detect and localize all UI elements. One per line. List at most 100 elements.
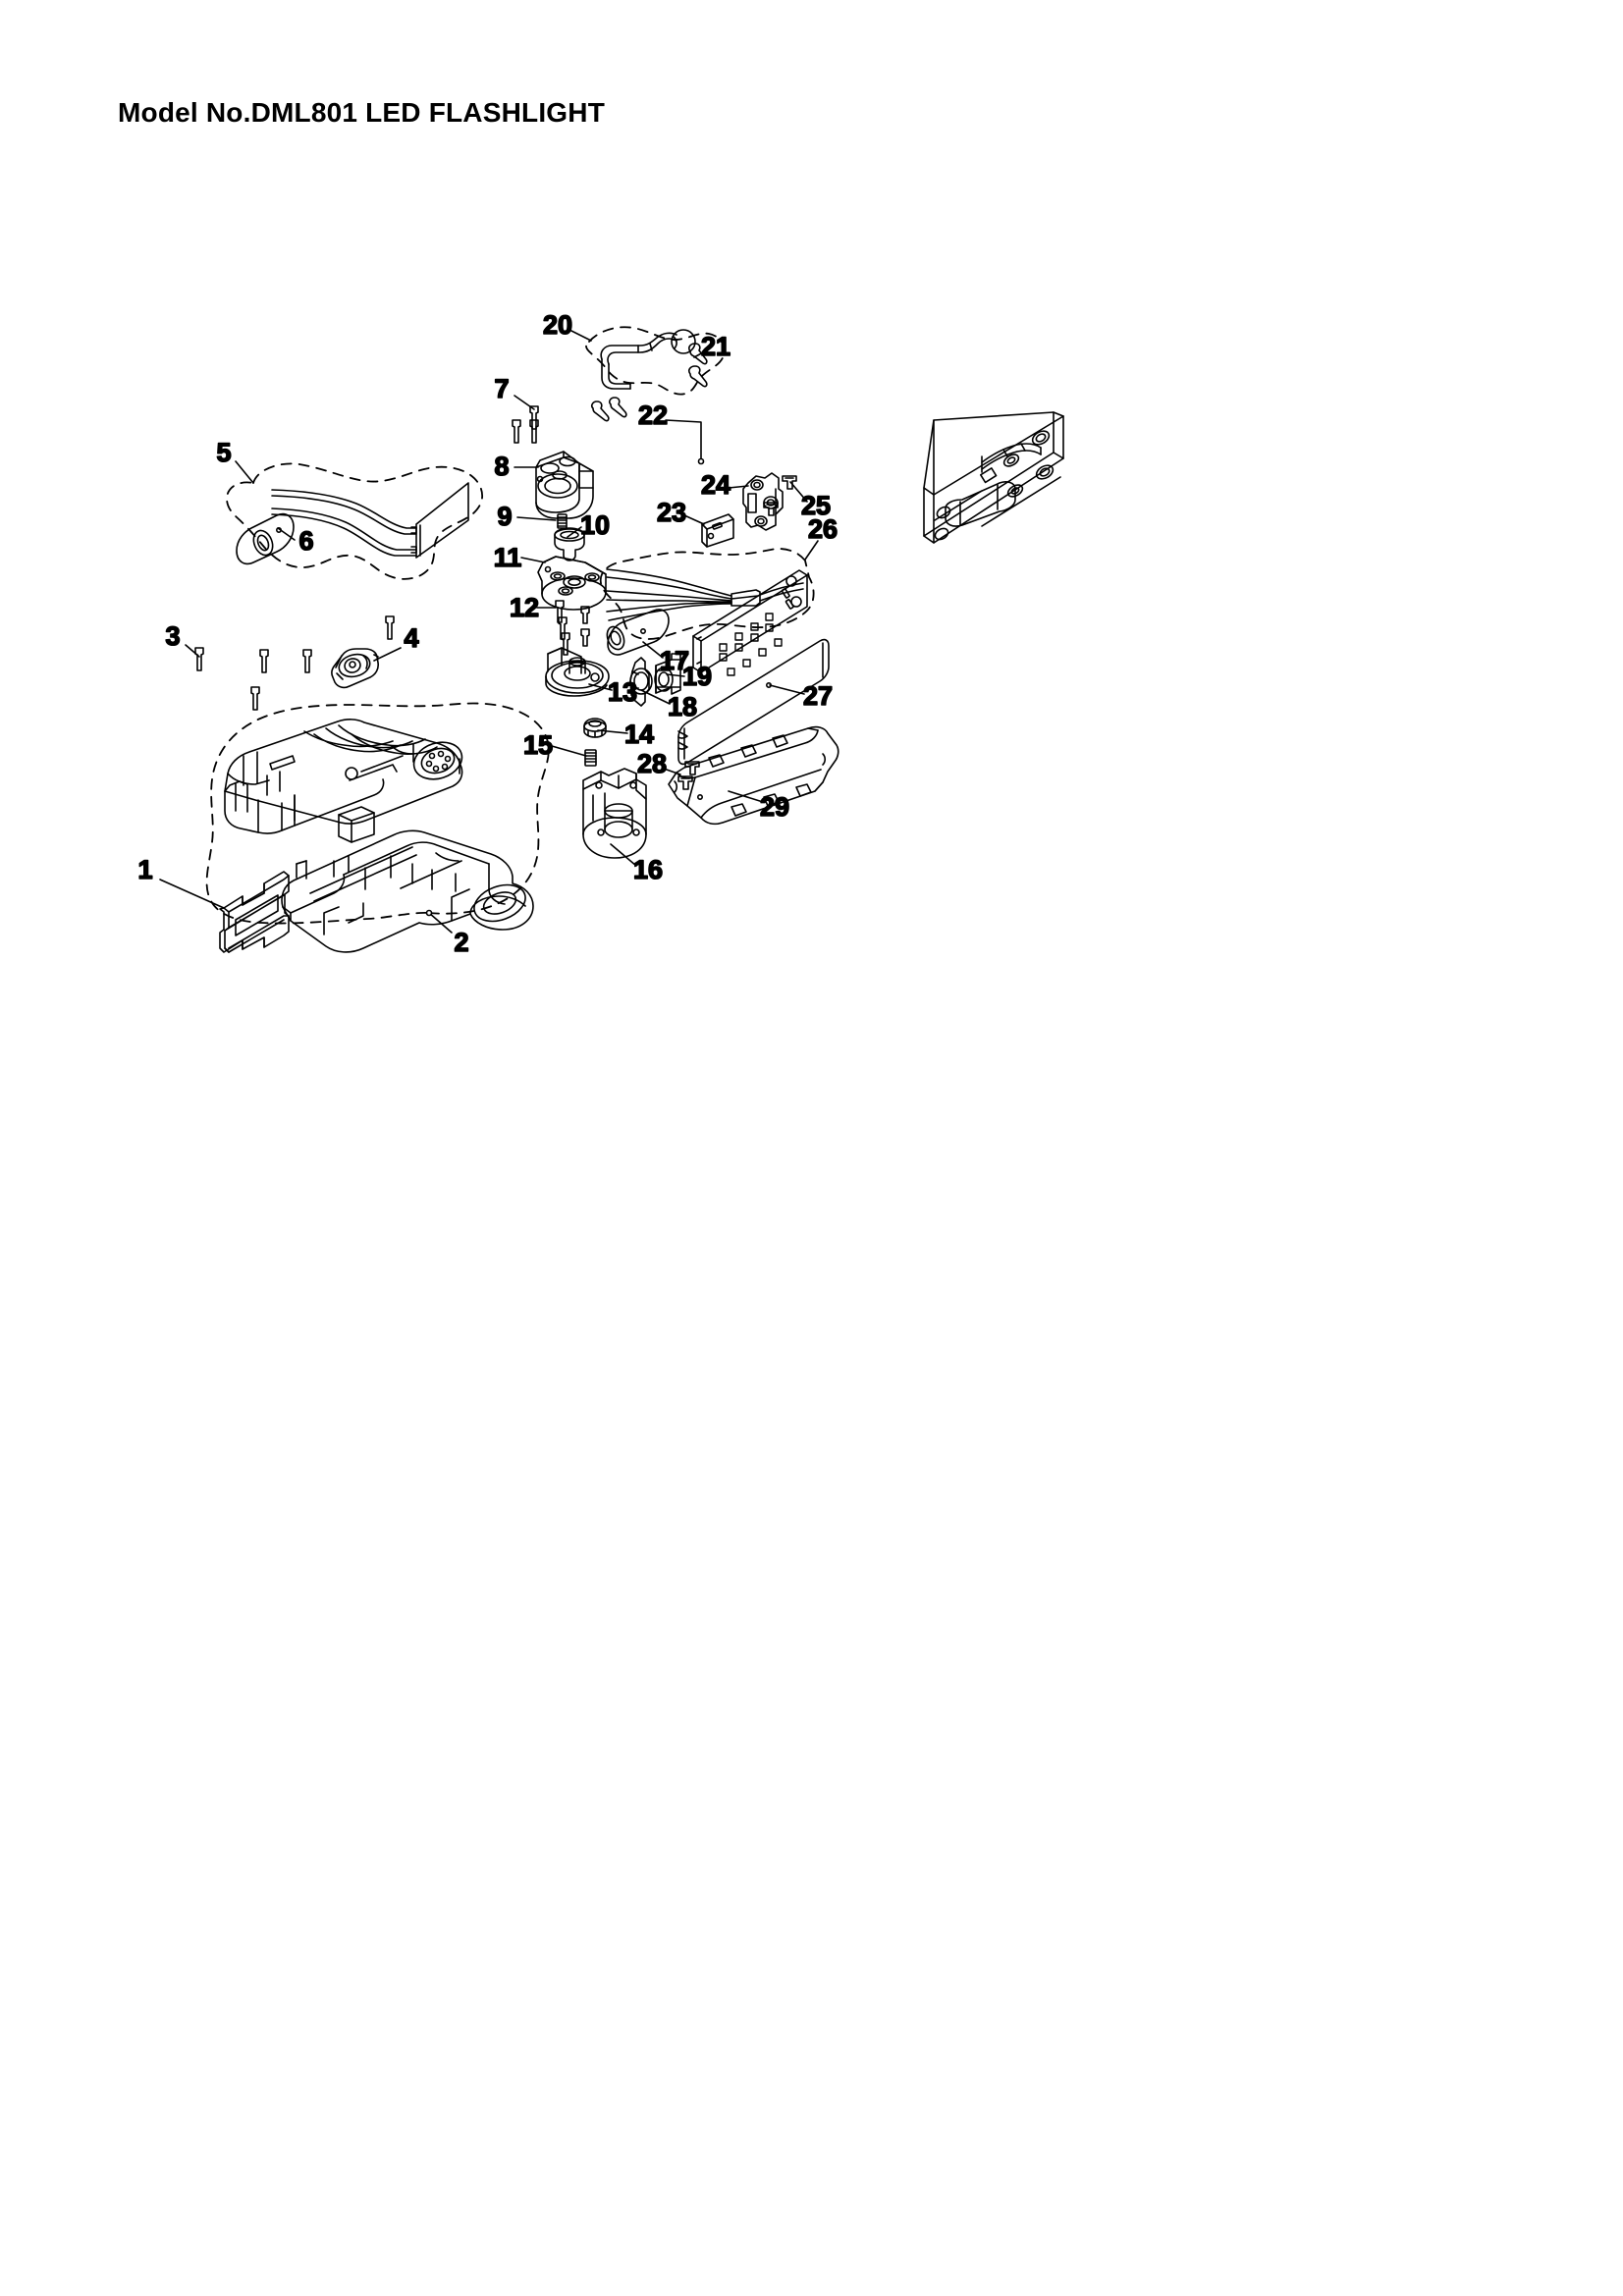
- wire-3: [606, 590, 732, 602]
- callout-22: 22: [638, 400, 668, 430]
- terminal-block-19: [654, 653, 681, 695]
- screw-28a: [684, 761, 700, 775]
- callout-layer: 1 2 3 4 5 6 7 8 9 10 11 12 13 14 15 16 1…: [137, 309, 839, 958]
- callout-16: 16: [633, 855, 663, 884]
- callout-23: 23: [657, 498, 686, 527]
- screw-12a: [555, 600, 565, 623]
- leader-16: [610, 843, 637, 867]
- callout-20: 20: [543, 310, 572, 340]
- leader-13: [588, 683, 613, 691]
- leader-29: [728, 790, 764, 803]
- lens-27: [677, 638, 830, 766]
- screw-7-group: [512, 397, 627, 444]
- set-screw-9: [557, 513, 568, 529]
- strap-pad: [415, 482, 469, 559]
- leader-27: [769, 684, 805, 695]
- end-cap-1: [219, 871, 290, 953]
- callout-6: 6: [298, 526, 313, 556]
- leader-7: [514, 395, 535, 410]
- wire-2: [606, 576, 732, 600]
- wire-group-outline: [599, 548, 815, 640]
- leader-18: [640, 689, 671, 705]
- terminal-block-small: [338, 806, 375, 843]
- screw-25b: [763, 502, 779, 516]
- screw-21-group: [688, 343, 708, 388]
- wire-4: [606, 599, 732, 603]
- leader-10: [567, 526, 582, 538]
- upper-housing-half: [224, 719, 463, 834]
- handle-bar-mid-joint2: [649, 343, 653, 351]
- callout-12: 12: [510, 593, 539, 622]
- handle-knob: [671, 329, 696, 354]
- screw-set-12: [555, 600, 590, 656]
- callout-11: 11: [494, 543, 522, 572]
- reflector-housing-22: [923, 411, 1064, 544]
- leader-9: [516, 516, 557, 521]
- callout-1: 1: [137, 855, 152, 884]
- callout-14: 14: [624, 720, 654, 749]
- leader-22: [665, 419, 702, 462]
- leader-26: [804, 540, 819, 561]
- lamp-holder-16: [582, 768, 647, 859]
- handle-bar: [600, 332, 677, 360]
- screw-3-group: [194, 615, 395, 711]
- screw-3d: [250, 686, 260, 711]
- handle-knob-tie: [673, 336, 677, 349]
- wire-to-board: [759, 582, 804, 596]
- strap-group: [226, 462, 484, 580]
- screw-25a: [782, 475, 797, 490]
- leader-15: [551, 745, 587, 757]
- callout-3: 3: [165, 621, 180, 651]
- wire-sheath-line: [730, 595, 759, 600]
- leader-19: [666, 673, 685, 677]
- callout-8: 8: [494, 452, 509, 481]
- screw-12d: [580, 606, 590, 624]
- strap-bushing: [236, 512, 295, 565]
- callout-26: 26: [808, 514, 838, 544]
- wire-5: [606, 602, 732, 613]
- switch-cover-23: [701, 513, 734, 548]
- callout-4: 4: [404, 623, 418, 653]
- lamp-bracket-13: [545, 647, 610, 697]
- strap-pad-tab2: [410, 546, 417, 554]
- leader-1: [159, 879, 225, 909]
- handle-bar2: [607, 338, 677, 365]
- handle-bar-left: [601, 358, 631, 390]
- screw-7d: [590, 400, 610, 422]
- callout-27: 27: [803, 681, 833, 711]
- handle-bar-left2: [608, 363, 631, 385]
- leader-6: [277, 527, 296, 541]
- callout-25: 25: [801, 491, 831, 520]
- wire-sheath: [730, 589, 761, 607]
- callout-9: 9: [497, 502, 512, 531]
- lower-housing-half: [281, 829, 534, 953]
- strap-band-bot: [271, 507, 417, 551]
- screw-12b: [558, 616, 568, 640]
- screw-12c: [561, 632, 570, 656]
- leader-28: [663, 768, 681, 775]
- carry-handle-group: [585, 326, 726, 396]
- led-array: [719, 613, 783, 676]
- screw-21a: [688, 343, 708, 365]
- callout-15: 15: [523, 730, 553, 760]
- callout-13: 13: [608, 677, 637, 707]
- leader-24: [728, 485, 749, 489]
- screw-7b: [512, 419, 521, 444]
- leader-4: [373, 647, 402, 662]
- strap-pad-tab1: [410, 526, 417, 534]
- screw-3c: [302, 649, 312, 673]
- nut-14: [583, 718, 607, 738]
- leader-2: [428, 912, 453, 934]
- screw-21b: [688, 365, 708, 388]
- strap-band-top2: [271, 495, 417, 535]
- swivel-housing: [535, 451, 594, 519]
- switch-bracket-24: [742, 472, 784, 531]
- housing-assembly-group: [205, 702, 550, 953]
- leader-17: [642, 641, 664, 659]
- leader-25: [789, 481, 808, 503]
- sleeve-17: [606, 609, 670, 656]
- screw-3a: [194, 647, 204, 671]
- callout-18: 18: [668, 692, 697, 721]
- strap-band-bot2: [271, 513, 417, 557]
